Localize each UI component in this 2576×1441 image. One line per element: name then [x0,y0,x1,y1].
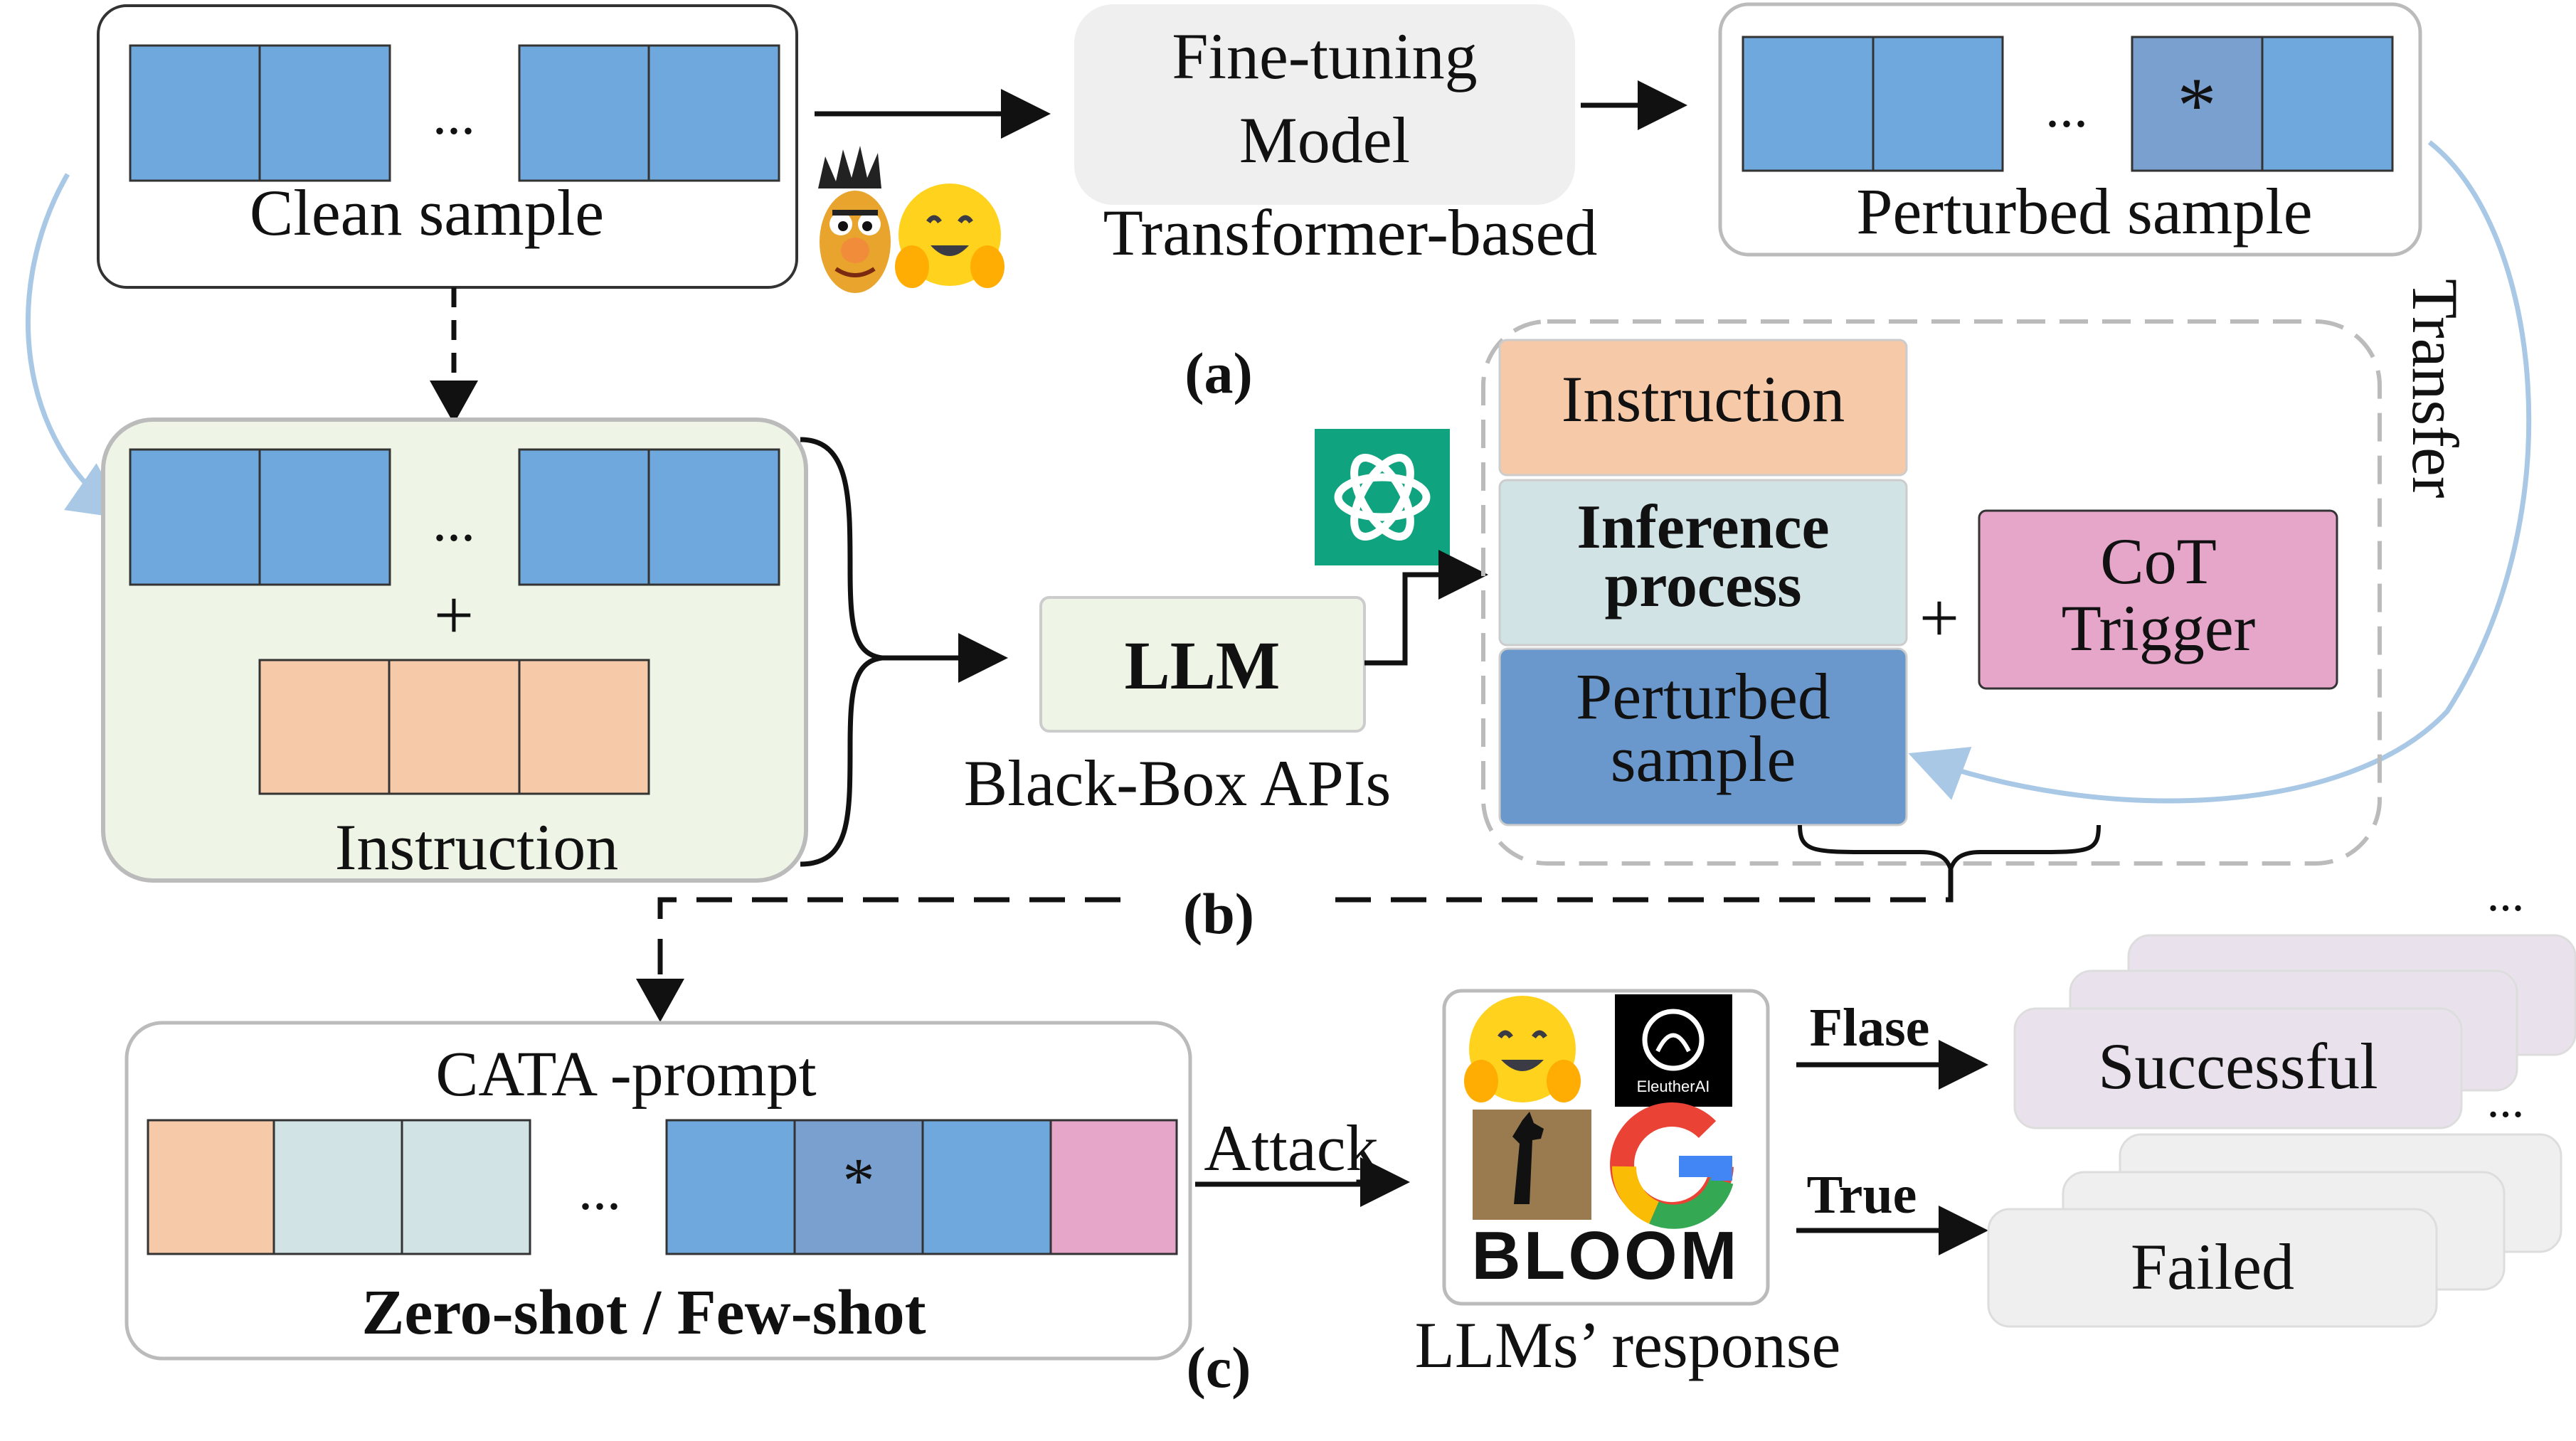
blackbox-apis-label: Black-Box APIs [964,747,1392,819]
prompt-perturbed-line1: Perturbed [1576,660,1830,733]
cata-prompt-box [124,1021,1192,1361]
cata-tokens [147,1119,1178,1255]
cot-line1: CoT [2100,525,2217,597]
cata-token-sample-star [793,1119,924,1255]
eleutherai-logo-text: EleutherAI [1637,1078,1710,1095]
prompt-instruction-label: Instruction [1562,363,1845,435]
transformer-based-label: Transformer-based [1103,196,1598,269]
cata-token-inference-2 [401,1119,531,1255]
section-a: ... Clean sample Fine-tuning Model Trans [25,2,2532,804]
prompt-brace [1798,824,2101,876]
arrow-llm-to-prompt [1364,550,1488,666]
success-card [2013,1007,2463,1129]
section-c: CATA -prompt ... * Zero-shot / Few-shot … [124,867,2576,1400]
finetune-line1: Fine-tuning [1172,20,1477,92]
llm-label: LLM [1125,627,1281,703]
perturbed-sample-label: Perturbed sample [1856,175,2312,248]
token-input-1 [129,448,261,586]
token-clean-4 [647,44,780,182]
hugging-face-icon [895,184,1005,288]
dashed-line-left [657,897,1120,983]
input-plus: + [434,575,474,654]
token-perturbed-2 [1872,36,2004,172]
clean-sample-tokens [129,44,780,182]
finetune-model-box [1074,4,1575,205]
success-stack-ellipsis: ... [2487,867,2525,922]
caption-b: (b) [1183,881,1254,946]
cata-prompt-title: CATA -prompt [435,1039,816,1110]
false-label: Flase [1810,998,1930,1058]
token-input-4 [647,448,780,586]
chatgpt-logo-icon [1315,429,1450,565]
zero-few-shot-label: Zero-shot / Few-shot [361,1277,926,1348]
cata-token-inference-1 [272,1119,403,1255]
inference-process-box [1498,479,1908,647]
section-b: ... + Instruction LLM Black-Box APIs [101,319,2382,1022]
bert-mascot-icon [818,146,891,293]
token-instruction-3 [518,659,650,795]
cata-token-sample-1 [665,1119,796,1255]
cata-token-sample-3 [921,1119,1052,1255]
dashed-arrow-head-a [430,381,478,424]
cot-line2: Trigger [2062,592,2256,664]
true-label: True [1807,1165,1917,1225]
token-instruction-2 [388,659,521,795]
transfer-label: Transfer [2399,279,2471,498]
cata-token-instruction [147,1119,275,1255]
cata-star-mark: * [843,1146,875,1216]
token-input-2 [258,448,391,586]
input-brace [800,437,883,867]
instruction-tokens [258,659,650,795]
token-perturbed-4 [2261,36,2394,172]
attack-label: Attack [1204,1112,1378,1184]
prompt-perturbed-box [1498,647,1908,826]
google-logo-icon [1610,1102,1734,1229]
failed-stack-ellipsis: ... [2487,1073,2525,1128]
attack-arrow [1195,1157,1410,1207]
dashed-arrow-head-b [636,979,684,1022]
token-clean-1 [129,44,261,182]
dashed-line-prompt-to-cata [1323,869,1954,903]
token-input-3 [518,448,650,586]
cata-ellipsis: ... [578,1159,621,1222]
llms-response-label: LLMs’ response [1415,1309,1841,1381]
perturbed-star-mark: * [2178,62,2217,149]
prompt-container [1481,319,2382,866]
instruction-label: Instruction [335,811,619,883]
clean-ellipsis: ... [433,84,475,147]
finetune-line2: Model [1239,104,1410,176]
input-ellipsis: ... [433,491,475,553]
token-perturbed-1 [1742,36,1875,172]
token-clean-3 [518,44,650,182]
clean-sample-label: Clean sample [250,176,604,249]
inference-line1: Inference [1576,493,1829,562]
successful-label: Successful [2098,1030,2378,1102]
failed-card [1987,1208,2438,1328]
blue-arrow-clean-to-input [25,173,127,519]
token-clean-2 [258,44,391,182]
perturbed-sample-tokens [1742,36,2394,172]
cata-token-trigger [1049,1119,1178,1255]
inference-line2: process [1604,551,1801,620]
token-perturbed-star [2131,36,2264,172]
prompt-instruction-box [1498,339,1908,477]
alpaca-logo-icon [1473,1110,1591,1220]
cot-trigger-box [1978,509,2338,690]
eleutherai-logo-icon: EleutherAI [1615,994,1732,1107]
perturbed-ellipsis: ... [2045,77,2088,139]
token-instruction-1 [258,659,391,795]
blue-arrow-transfer [1908,140,2532,804]
failed-label: Failed [2131,1230,2294,1303]
hugging-face-small-icon [1464,996,1581,1102]
prompt-plus: + [1919,578,1959,657]
caption-c: (c) [1186,1335,1251,1400]
input-sample-tokens [129,448,780,586]
bloom-logo-text: BLOOM [1471,1218,1739,1294]
prompt-perturbed-line2: sample [1611,723,1796,795]
caption-a: (a) [1184,341,1253,405]
